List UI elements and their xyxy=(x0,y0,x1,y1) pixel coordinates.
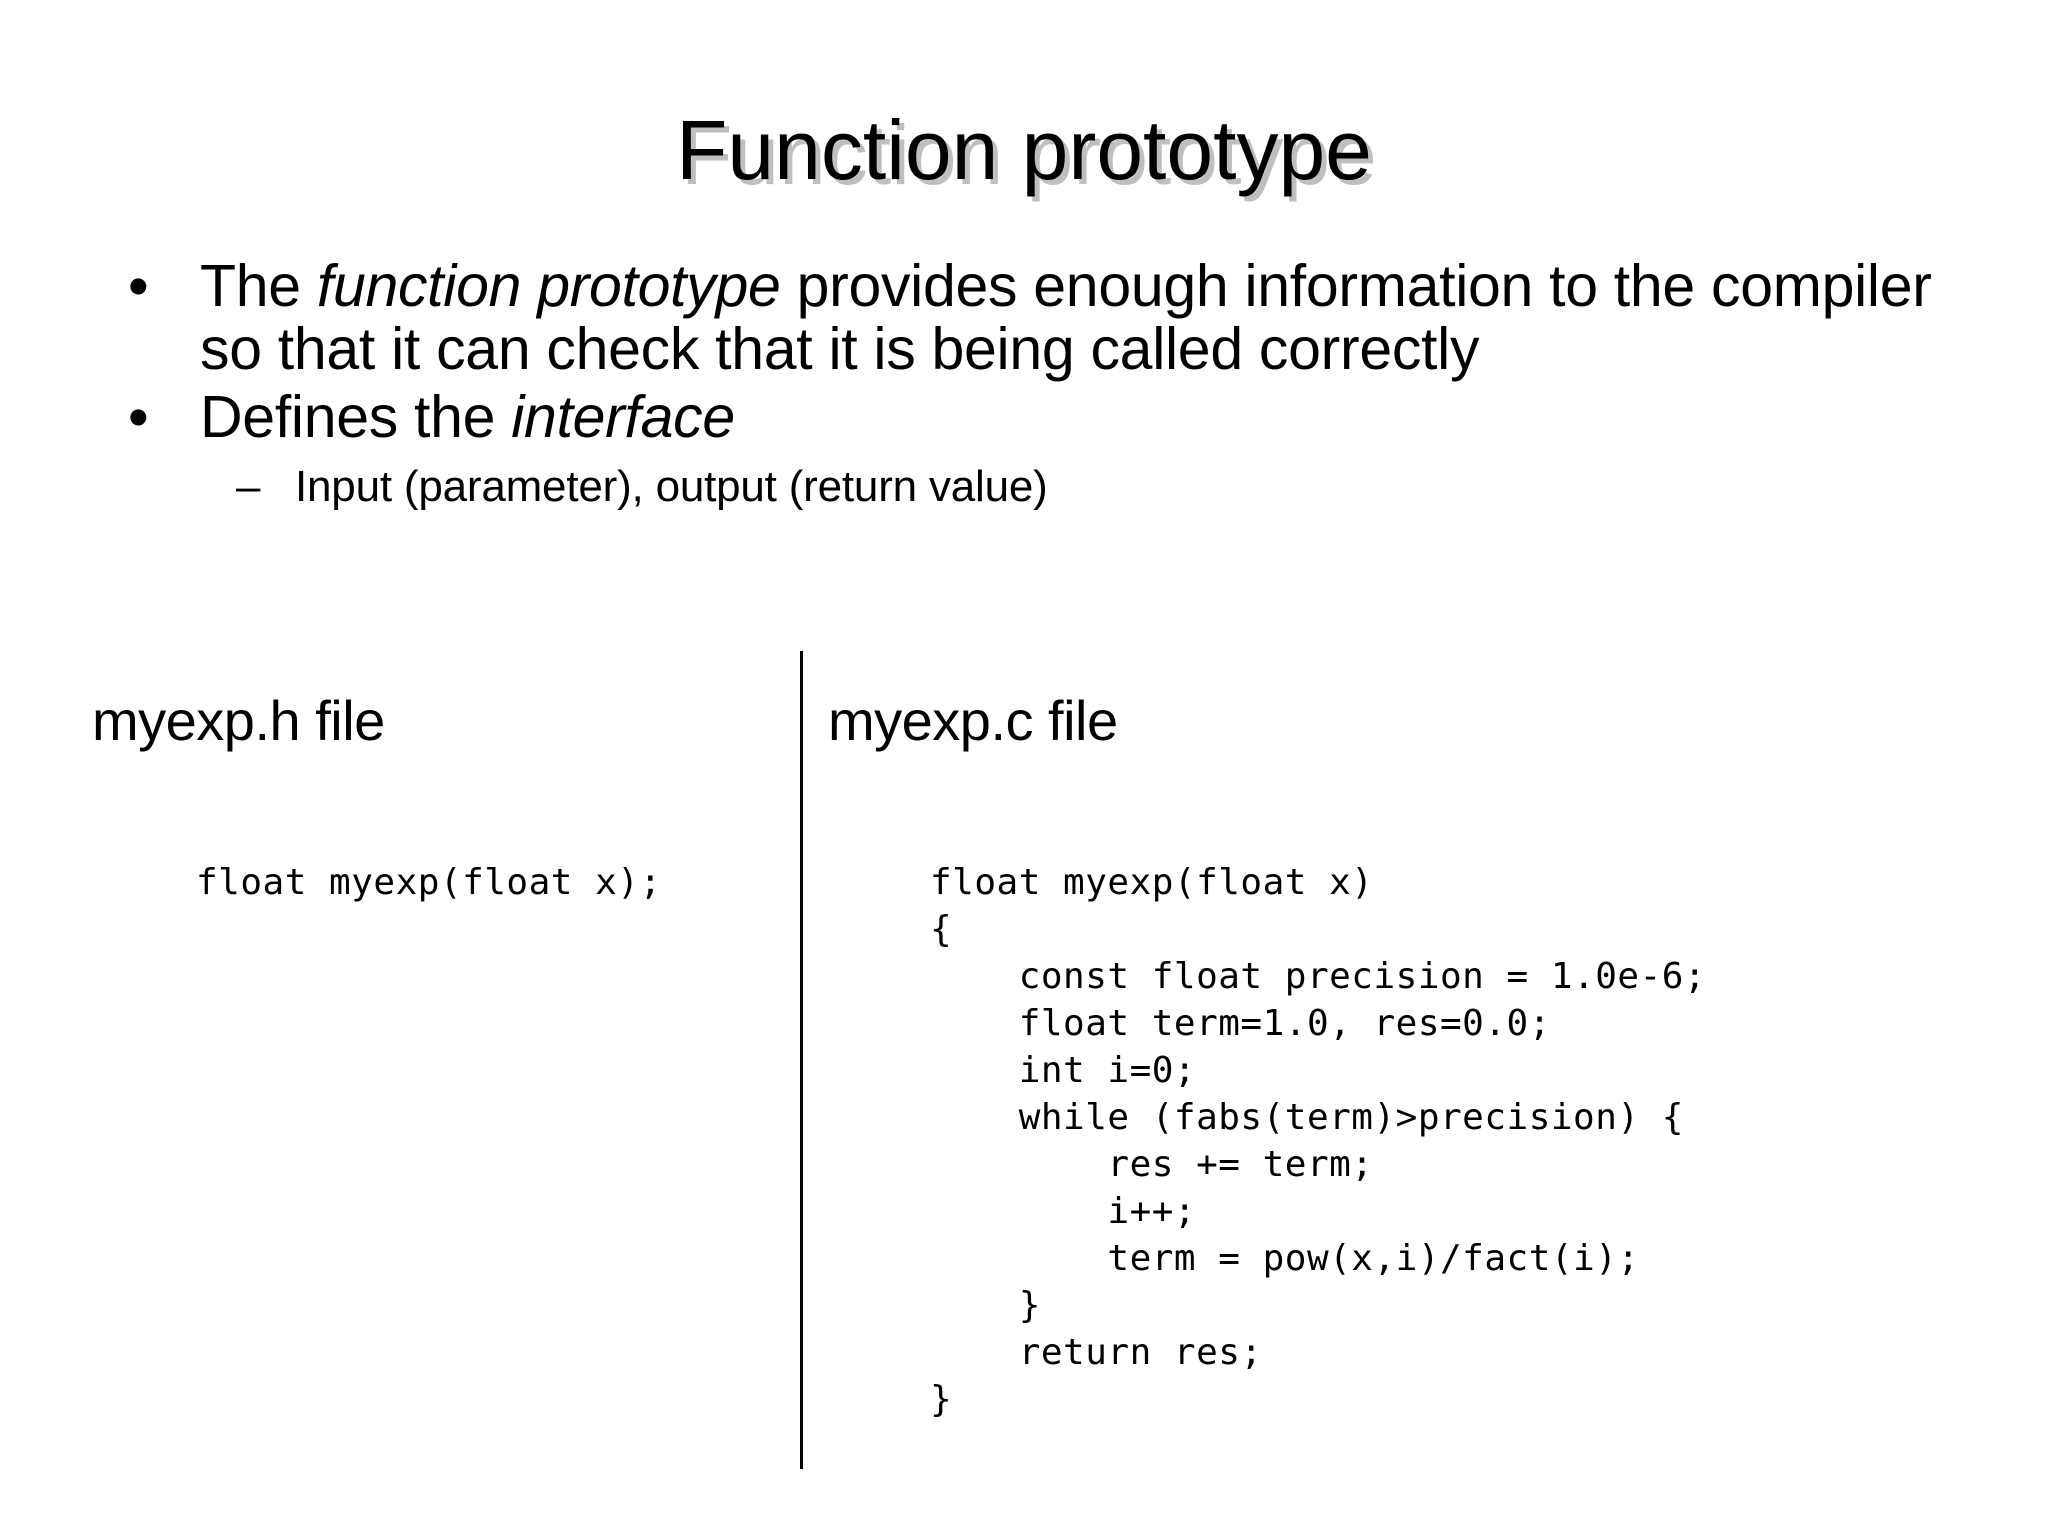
bullet-1-part-1-emphasis: function prototype xyxy=(316,253,781,319)
bullet-item-1: • The function prototype provides enough… xyxy=(108,255,1938,380)
column-divider xyxy=(800,651,803,1469)
header-file-code: float myexp(float x); xyxy=(196,862,662,903)
bullet-1-part-2: provides enough information to the compi… xyxy=(200,253,1932,382)
bullet-item-2-text: Defines the interface xyxy=(200,384,735,450)
bullet-marker-icon: • xyxy=(128,253,149,319)
dash-marker-icon: – xyxy=(236,461,261,511)
bullet-item-3: – Input (parameter), output (return valu… xyxy=(108,461,1938,511)
header-file-heading: myexp.h file xyxy=(92,689,385,752)
bullet-1-part-0: The xyxy=(200,253,317,319)
bullet-list: • The function prototype provides enough… xyxy=(108,255,1938,510)
bullet-item-3-text: Input (parameter), output (return value) xyxy=(295,461,1048,511)
bullet-2-part-0: Defines the xyxy=(200,384,512,451)
bullet-item-1-text: The function prototype provides enough i… xyxy=(200,253,1932,382)
bullet-marker-icon: • xyxy=(128,384,149,451)
bullet-2-part-1-emphasis: interface xyxy=(511,384,735,451)
bullet-item-2: • Defines the interface xyxy=(108,386,1938,449)
page-title: Function prototype xyxy=(676,103,1372,197)
source-file-heading: myexp.c file xyxy=(828,689,1118,752)
source-file-code: float myexp(float x) { const float preci… xyxy=(930,862,1707,1420)
